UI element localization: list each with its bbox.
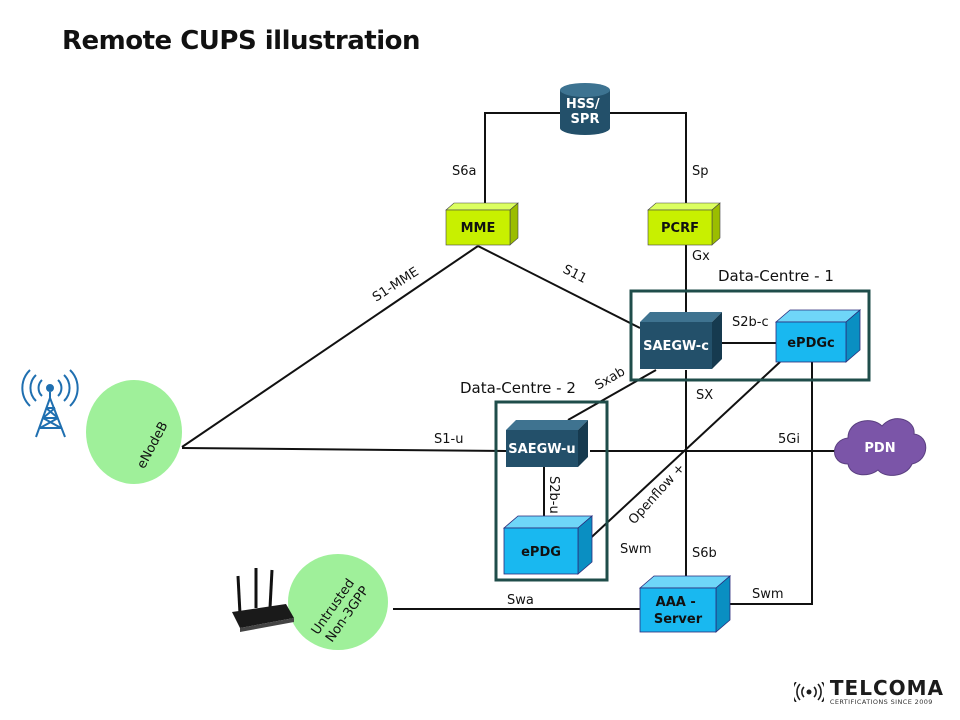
hss-spr-database: HSS/ SPR [560, 83, 610, 135]
svg-text:HSS/ SPR: HSS/ SPR [566, 97, 604, 127]
label-sx: SX [696, 388, 713, 403]
saegw-c-label: SAEGW-c [643, 339, 709, 354]
hss-label-line2: SPR [571, 112, 600, 127]
epdgc-node: ePDGc [774, 309, 862, 363]
wifi-router-icon [232, 568, 294, 632]
label-s6b: S6b [692, 546, 717, 561]
pdn-cloud: PDN [834, 418, 927, 476]
link-sp [610, 112, 687, 208]
data-centre-2-label: Data-Centre - 2 [460, 379, 576, 397]
link-s6a [484, 112, 560, 208]
pdn-label: PDN [864, 441, 895, 456]
brand-tagline: CERTIFICATIONS SINCE 2009 [829, 698, 933, 706]
pcrf-node: PCRF [647, 202, 721, 246]
antenna-tower-icon [21, 369, 79, 438]
label-swa: Swa [507, 593, 534, 608]
connections [181, 112, 838, 610]
data-centre-2-frame [494, 400, 609, 582]
saegw-c-node: SAEGW-c [640, 312, 722, 369]
link-swm-right [730, 362, 813, 605]
link-s1-mme [181, 245, 479, 448]
untrusted-non3gpp-node: Untrusted Non-3GPP [288, 554, 388, 650]
signal-waves-icon [793, 682, 824, 702]
epdgc-label: ePDGc [787, 336, 835, 351]
aaa-label-line1: AAA - [656, 595, 696, 610]
label-sp: Sp [692, 164, 709, 179]
label-gx: Gx [692, 249, 710, 264]
mme-label: MME [461, 221, 496, 236]
label-s2b-c: S2b-c [732, 315, 769, 330]
saegw-u-label: SAEGW-u [508, 442, 575, 457]
saegw-u-node: SAEGW-u [506, 420, 588, 467]
epdg-node: ePDG [502, 515, 594, 575]
mme-node: MME [445, 202, 519, 246]
label-s1-u: S1-u [434, 432, 463, 447]
link-openflow [581, 361, 781, 547]
telcoma-logo: TELCOMA CERTIFICATIONS SINCE 2009 [793, 676, 944, 706]
epdg-label: ePDG [521, 545, 561, 560]
label-5gi: 5Gi [778, 432, 800, 447]
link-sxab [567, 369, 657, 421]
brand-name: TELCOMA [829, 676, 944, 700]
label-swm-right: Swm [752, 587, 784, 602]
pcrf-label: PCRF [661, 221, 699, 236]
page-title: Remote CUPS illustration [62, 26, 420, 56]
aaa-label-line2: Server [654, 612, 703, 627]
label-s6a: S6a [452, 164, 477, 179]
enodeb-node: eNodeB [86, 380, 182, 484]
svg-text:AAA - Server: AAA - Server [654, 595, 703, 627]
data-centre-1-label: Data-Centre - 1 [718, 267, 834, 285]
hss-label-line1: HSS/ [566, 97, 600, 112]
link-s11 [477, 245, 641, 329]
data-centre-1-frame [629, 289, 871, 382]
label-swm-left: Swm [620, 542, 652, 557]
aaa-server-node: AAA - Server [638, 575, 732, 633]
label-s11: S11 [560, 262, 589, 287]
label-s1-mme: S1-MME [370, 265, 422, 306]
label-openflow: Openflow + [626, 461, 688, 528]
link-s1-u [181, 447, 507, 452]
label-s2b-u: S2b-u [546, 476, 561, 514]
